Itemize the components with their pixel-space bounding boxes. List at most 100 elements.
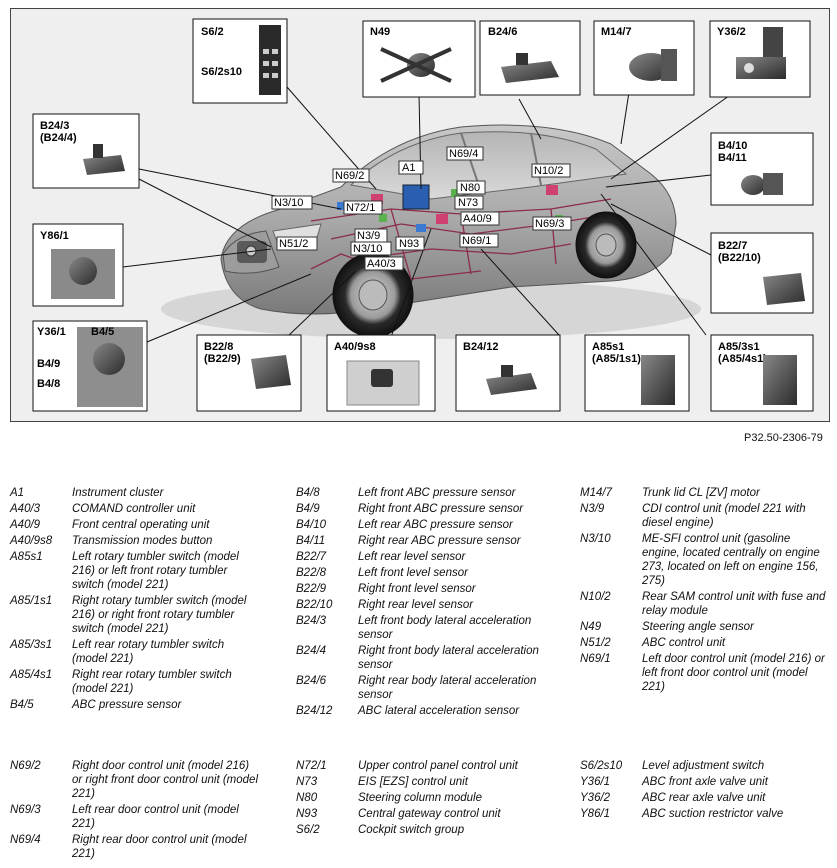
legend-description: Right front level sensor <box>358 583 476 595</box>
callout-label: A85/3s1 <box>718 341 760 353</box>
callout-label: B4/5 <box>91 326 114 338</box>
legend-code: Y36/2 <box>580 792 611 804</box>
legend-code: N69/1 <box>580 653 611 665</box>
legend-description: Upper control panel control unit <box>358 760 518 772</box>
callout-b22-8: B22/8 (B22/9) <box>196 334 302 412</box>
callout-label: N49 <box>370 26 390 38</box>
callout-y36-2: Y36/2 <box>709 20 811 98</box>
callout-label: B24/6 <box>488 26 517 38</box>
legend-entry: N69/2 Right door control unit (model 216)… <box>10 759 260 801</box>
legend-description: Level adjustment switch <box>642 760 765 772</box>
callout-label: (B22/10) <box>718 252 761 264</box>
svg-text:N73: N73 <box>458 197 478 209</box>
legend-code: N51/2 <box>580 637 611 649</box>
car-label-tag: N10/2 <box>531 163 571 178</box>
legend-code: B4/8 <box>296 487 320 499</box>
legend-description: ABC lateral acceleration sensor <box>358 705 520 717</box>
legend-description: COMAND controller unit <box>72 503 196 515</box>
component-locator-diagram: S6/2 S6/2s10 N49 B24/6 M14/7 Y36/2 B24/3… <box>10 8 830 422</box>
legend-entry: B4/10 Left rear ABC pressure sensor <box>296 518 546 532</box>
legend-description: ABC rear axle valve unit <box>642 792 766 804</box>
callout-label: B24/12 <box>463 341 498 353</box>
legend-code: N93 <box>296 808 318 820</box>
legend-code: B24/12 <box>296 705 333 717</box>
callout-label: B22/8 <box>204 341 233 353</box>
callout-s6-2: S6/2 S6/2s10 <box>192 18 288 104</box>
legend-description: Trunk lid CL [ZV] motor <box>642 487 760 499</box>
legend-code: B4/10 <box>296 519 327 531</box>
legend-description: Left rear level sensor <box>358 551 466 563</box>
legend-code: N49 <box>580 621 602 633</box>
svg-text:N69/2: N69/2 <box>335 170 364 182</box>
legend-code: S6/2s10 <box>580 760 623 772</box>
car-label-tag: N3/10 <box>350 241 392 256</box>
car-label-tag: A1 <box>398 160 424 175</box>
callout-a85-3s1: A85/3s1 (A85/4s1) <box>710 334 814 412</box>
callout-b4-10: B4/10 B4/11 <box>710 132 814 206</box>
legend-code: N10/2 <box>580 591 611 603</box>
legend-entry: S6/2s10 Level adjustment switch <box>580 759 830 773</box>
legend-code: N69/4 <box>10 834 41 846</box>
svg-text:N69/4: N69/4 <box>449 148 478 160</box>
legend-code: A85/4s1 <box>10 669 53 681</box>
svg-text:N93: N93 <box>399 238 419 250</box>
svg-text:A1: A1 <box>402 162 415 174</box>
legend-description: Left rear rotary tumbler switch (model 2… <box>72 639 225 665</box>
legend-code: N73 <box>296 776 318 788</box>
legend-code: Y36/1 <box>580 776 611 788</box>
legend-code: Y86/1 <box>580 808 611 820</box>
car-label-tag: A40/9 <box>460 211 500 226</box>
car-component-labels: A1 N69/4 N69/2 N80 N10/2 N3/10 N72/1 N73… <box>271 146 572 271</box>
svg-text:N69/3: N69/3 <box>535 218 564 230</box>
callout-label: M14/7 <box>601 26 632 38</box>
legend-description: Right door control unit (model 216) or r… <box>72 760 259 800</box>
car-label-tag: N69/1 <box>459 233 499 248</box>
legend-description: Right front ABC pressure sensor <box>358 503 524 515</box>
legend-code: N69/2 <box>10 760 41 772</box>
legend-code: A40/9 <box>10 519 41 531</box>
legend-code: A85s1 <box>10 551 43 563</box>
svg-text:A40/3: A40/3 <box>367 258 396 270</box>
legend-code: N69/3 <box>10 804 41 816</box>
legend-entry: N73 EIS [EZS] control unit <box>296 775 546 789</box>
legend-description: Left front level sensor <box>358 567 468 579</box>
legend-description: Right rear door control unit (model 221) <box>72 834 247 860</box>
callout-a40-9s8: A40/9s8 <box>326 334 436 412</box>
svg-text:N80: N80 <box>460 182 480 194</box>
car-label-tag: N93 <box>395 236 425 251</box>
legend-description: ABC pressure sensor <box>72 699 182 711</box>
legend-description: EIS [EZS] control unit <box>358 776 468 788</box>
legend-code: N3/10 <box>580 533 611 545</box>
legend-description: Right rear ABC pressure sensor <box>358 535 521 547</box>
legend-description: Right rear body lateral acceleration sen… <box>358 675 537 701</box>
car-label-tag: N72/1 <box>343 200 383 215</box>
svg-text:N10/2: N10/2 <box>534 165 563 177</box>
callout-label: (A85/1s1) <box>592 353 641 365</box>
legend-description: Left rear ABC pressure sensor <box>358 519 513 531</box>
legend-entry: B22/7 Left rear level sensor <box>296 550 546 564</box>
svg-text:N69/1: N69/1 <box>462 235 491 247</box>
callout-b24-3: B24/3 (B24/4) <box>32 113 140 189</box>
legend-entry: Y36/2 ABC rear axle valve unit <box>580 791 830 805</box>
callout-label: B4/11 <box>718 152 747 164</box>
legend-code: B22/7 <box>296 551 327 563</box>
